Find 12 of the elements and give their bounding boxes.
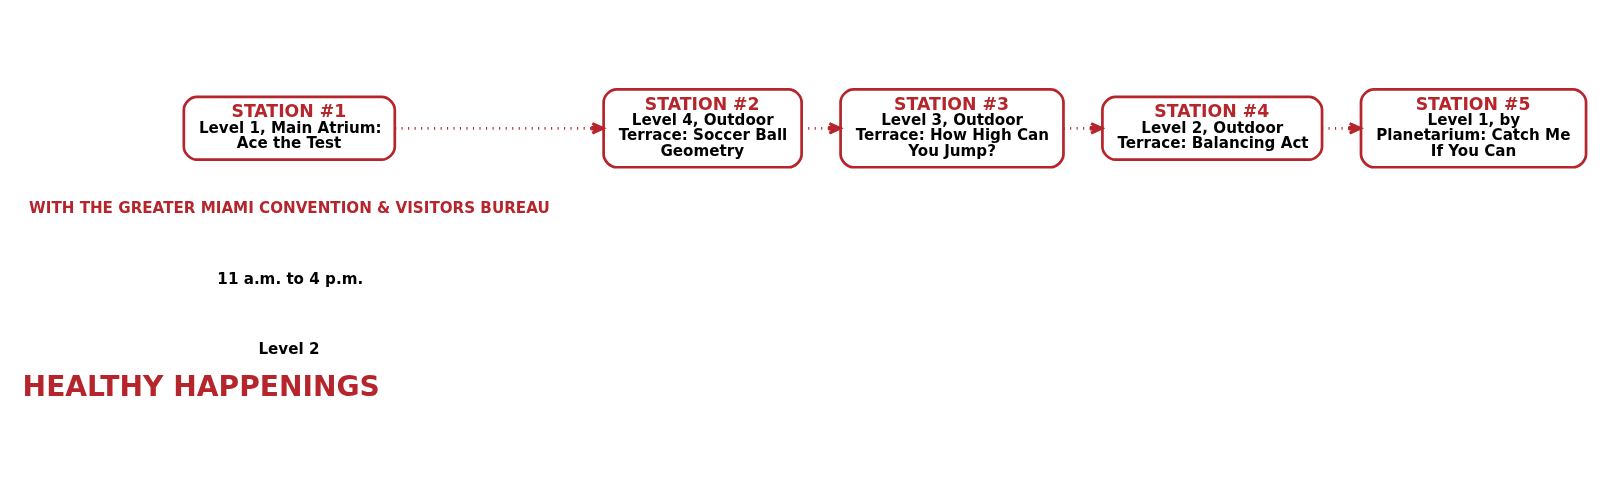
node-box: STATION #4 Level 2, Outdoor Terrace: Balancing Act — [1101, 95, 1324, 161]
label: WITH THE GREATER MIAMI CONVENTION & VISITORS BUREAU — [29, 199, 550, 218]
arrow — [1063, 122, 1104, 135]
label: 11 a.m. to 4 p.m. — [217, 269, 364, 288]
arrow — [395, 122, 605, 135]
node-box: STATION #3 Level 3, Outdoor Terrace: How High Can You Jump? — [839, 88, 1065, 169]
node-box: STATION #2 Level 4, Outdoor Terrace: Soccer Ball Geometry — [602, 88, 803, 169]
label: Level 2 — [258, 340, 320, 359]
arrow — [1322, 122, 1362, 135]
node-box: STATION #5 Level 1, by Planetarium: Catch Me If You Can — [1359, 88, 1588, 169]
node-box: STATION #1 Level 1, Main Atrium: Ace the Test — [182, 95, 397, 161]
diagram-title: HEALTHY HAPPENINGS — [22, 370, 380, 404]
